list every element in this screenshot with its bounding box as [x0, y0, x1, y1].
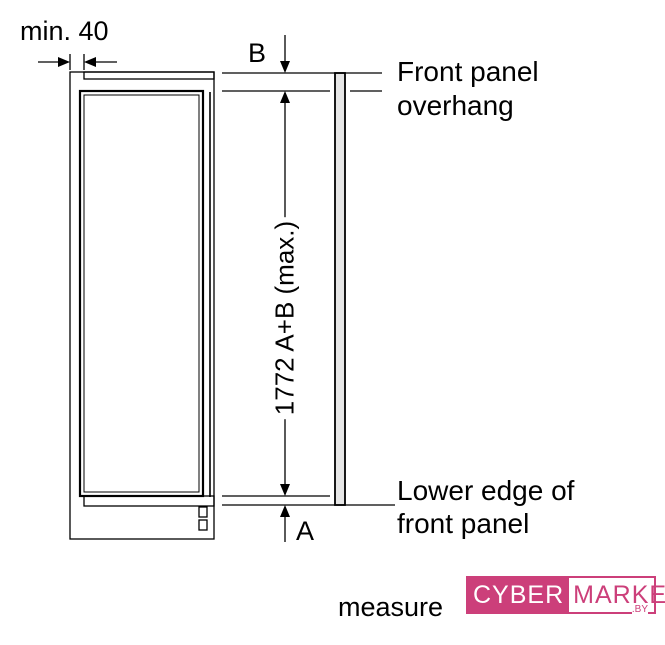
appliance-top-frame — [83, 71, 215, 80]
a-arrow — [280, 505, 290, 517]
height-arrow-top — [280, 91, 290, 103]
a-label: A — [296, 516, 315, 546]
appliance-base — [83, 495, 215, 507]
logo-part-cyber: CYBER — [468, 578, 570, 612]
min-gap-arrow-left — [84, 57, 96, 67]
height-arrow-bottom — [280, 484, 290, 496]
cybermarket-watermark-logo: CYBER MARKET .BY — [466, 576, 665, 616]
b-label: B — [248, 38, 267, 68]
lower-edge-line2: front panel — [397, 508, 530, 539]
appliance-door-inner — [83, 94, 200, 493]
measure-label: measure — [338, 592, 444, 622]
min-gap-label: min. 40 — [20, 16, 109, 46]
appliance-foot-1 — [198, 506, 208, 518]
min-gap-arrow-right — [58, 57, 70, 67]
lower-edge-line1: Lower edge of — [397, 475, 575, 506]
logo-part-market: MARKET — [573, 581, 665, 609]
appliance-foot-2 — [198, 519, 208, 531]
cabinet-niche — [69, 71, 215, 540]
front-panel-overhang-line1: Front panel — [397, 56, 539, 87]
logo-suffix: .BY — [631, 604, 648, 616]
appliance-door — [78, 89, 205, 498]
front-panel-overhang-line2: overhang — [397, 90, 514, 121]
height-dimension-label: 1772 A+B (max.) — [269, 216, 301, 420]
furniture-front-panel — [334, 72, 346, 506]
b-arrow — [280, 61, 290, 73]
